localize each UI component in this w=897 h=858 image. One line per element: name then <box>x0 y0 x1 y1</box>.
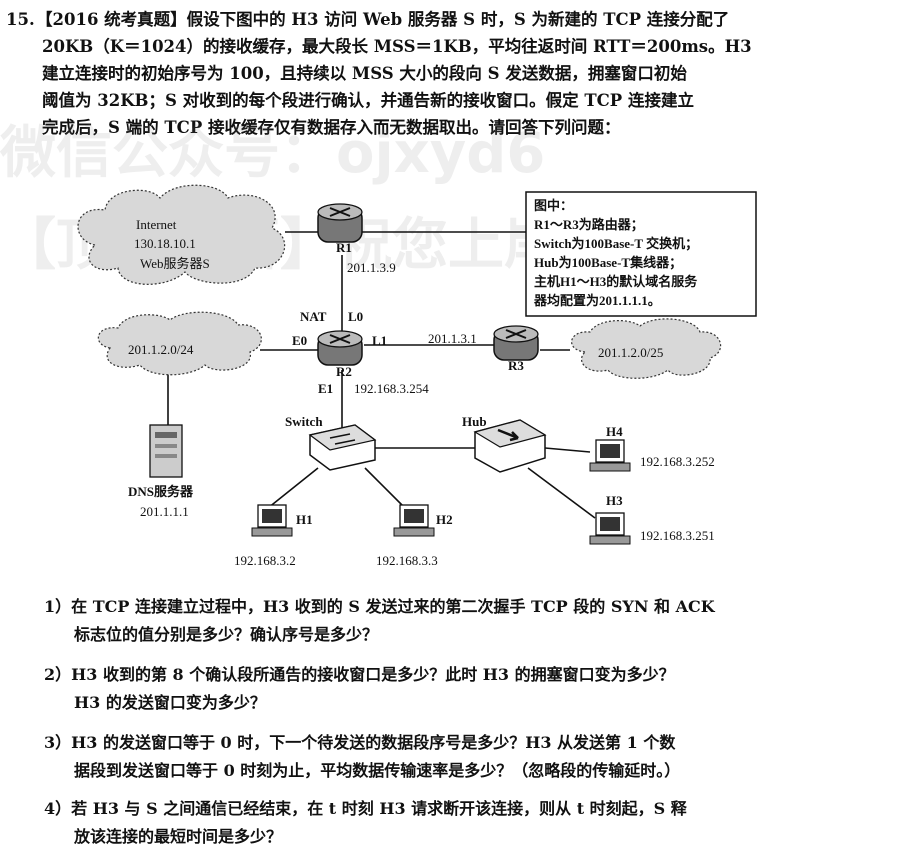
problem-line-4: 阈值为 32KB；S 对收到的每个段进行确认，并通告新的接收窗口。假定 TCP … <box>42 91 694 110</box>
legend-line-4: Hub为100Base-T集线器； <box>534 255 682 271</box>
h3-ip: 192.168.3.251 <box>640 528 715 543</box>
dns-ip: 201.1.1.1 <box>140 504 189 519</box>
r3-ip: 201.1.3.1 <box>428 331 477 346</box>
internet-ip: 130.18.10.1 <box>134 236 196 251</box>
r1-ip: 201.1.3.9 <box>347 260 396 275</box>
network-diagram: Internet 130.18.10.1 Web服务器S 201.1.2.0/2… <box>77 184 757 568</box>
l1-label: L1 <box>372 333 387 348</box>
legend-line-6: 器均配置为201.1.1.1。 <box>533 293 661 308</box>
hub-label: Hub <box>462 414 487 429</box>
right-network-cloud: 201.1.2.0/25 <box>571 318 722 379</box>
right-network-label: 201.1.2.0/25 <box>598 345 663 360</box>
problem-line-2: 20KB（K＝1024）的接收缓存，最大段长 MSS＝1KB，平均往返时间 RT… <box>42 37 752 56</box>
problem-number: 15. <box>6 10 35 29</box>
question-3-line-2: 据段到发送窗口等于 0 时刻为止，平均数据传输速率是多少？（忽略段的传输延时。） <box>74 761 681 780</box>
problem-line-3: 建立连接时的初始序号为 100，且持续以 MSS 大小的段向 S 发送数据，拥塞… <box>42 64 687 83</box>
problem-line-1: 【2016 统考真题】假设下图中的 H3 访问 Web 服务器 S 时，S 为新… <box>36 10 730 29</box>
host-h1-icon <box>251 504 293 537</box>
dns-label: DNS服务器 <box>128 484 194 499</box>
left-network-label: 201.1.2.0/24 <box>128 342 194 357</box>
h1-label: H1 <box>296 512 313 527</box>
question-1-line-2: 标志位的值分别是多少？确认序号是多少？ <box>74 625 379 644</box>
r1-label: R1 <box>336 240 352 255</box>
hub-icon <box>473 419 547 473</box>
l0-label: L0 <box>348 309 363 324</box>
internet-label: Internet <box>136 217 177 232</box>
e0-label: E0 <box>292 333 307 348</box>
r3-label: R3 <box>508 358 524 373</box>
problem-line-5: 完成后，S 端的 TCP 接收缓存仅有数据存入而无数据取出。请回答下列问题： <box>42 118 621 137</box>
host-h4-icon <box>589 439 631 472</box>
r2-label: R2 <box>336 364 352 379</box>
question-2-line-2: H3 的发送窗口变为多少？ <box>74 693 266 712</box>
h2-ip: 192.168.3.3 <box>376 553 438 568</box>
e1-label: E1 <box>318 381 333 396</box>
legend-line-2: R1～R3为路由器； <box>534 217 644 233</box>
legend-line-1: 图中： <box>534 198 573 213</box>
router-r1-icon <box>317 203 363 243</box>
question-4-line-2: 放该连接的最短时间是多少？ <box>74 827 283 846</box>
host-h2-icon <box>393 504 435 537</box>
nat-label: NAT <box>300 309 327 324</box>
e1-ip: 192.168.3.254 <box>354 381 429 396</box>
h4-label: H4 <box>606 424 623 439</box>
h2-label: H2 <box>436 512 453 527</box>
h1-ip: 192.168.3.2 <box>234 553 296 568</box>
legend-line-3: Switch为100Base-T 交换机； <box>534 236 698 252</box>
switch-icon <box>308 424 377 471</box>
watermark-line-1: 微信公众号：ojxyd6 <box>0 121 546 186</box>
h3-label: H3 <box>606 493 623 508</box>
web-server-label: Web服务器S <box>140 256 210 271</box>
left-network-cloud: 201.1.2.0/24 <box>97 311 262 376</box>
legend-line-5: 主机H1～H3的默认域名服务 <box>534 274 698 289</box>
question-4-line-1: 4）若 H3 与 S 之间通信已经结束，在 t 时刻 H3 请求断开该连接，则从… <box>44 799 687 818</box>
network-links <box>167 231 596 519</box>
router-r3-icon <box>493 325 539 361</box>
question-3-line-1: 3）H3 的发送窗口等于 0 时，下一个待发送的数据段序号是多少？H3 从发送第… <box>44 733 676 752</box>
internet-cloud: Internet 130.18.10.1 Web服务器S <box>77 184 286 285</box>
question-2-line-1: 2）H3 收到的第 8 个确认段所通告的接收窗口是多少？此时 H3 的拥塞窗口变… <box>44 665 675 684</box>
legend-box: 图中： R1～R3为路由器； Switch为100Base-T 交换机； Hub… <box>525 191 757 317</box>
switch-label: Switch <box>285 414 323 429</box>
h4-ip: 192.168.3.252 <box>640 454 715 469</box>
problem-statement: 15.【2016 统考真题】假设下图中的 H3 访问 Web 服务器 S 时，S… <box>6 6 890 141</box>
question-1-line-1: 1）在 TCP 连接建立过程中，H3 收到的 S 发送过来的第二次握手 TCP … <box>44 597 715 616</box>
dns-server-icon <box>149 424 183 478</box>
host-h3-icon <box>589 512 631 545</box>
router-r2-icon <box>317 330 363 366</box>
